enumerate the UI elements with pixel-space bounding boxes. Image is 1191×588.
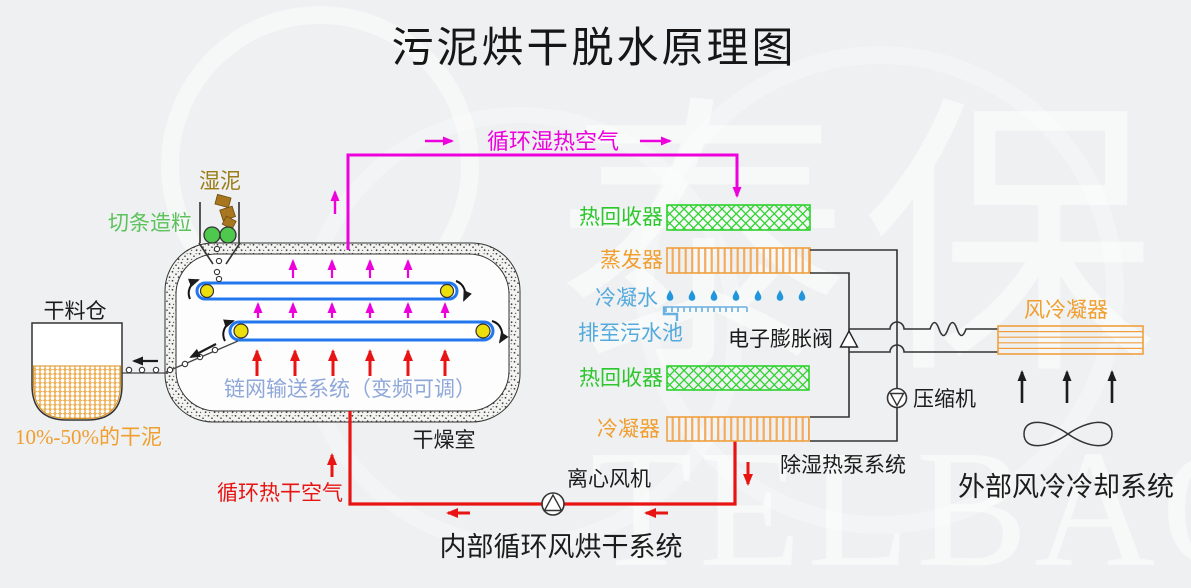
external-fan-icon [1023,421,1113,447]
label-heat-recovery-1: 热回收器 [579,205,663,229]
hot-air-arrows-bottom-row [252,349,450,376]
pipe-valve-to-condenser [810,347,850,418]
label-circulating-hot-dry-air: 循环热干空气 [217,481,343,505]
upper-belt-right-pulley [439,283,455,299]
watermark-cn: 泰保 [555,82,1169,409]
evaporator-coil [666,247,811,274]
pipe-compressor-to-condenser [810,407,898,442]
condensate-droplets [666,290,806,301]
label-condensate: 冷凝水 [595,286,658,310]
label-dry-mud-pct: 10%-50%的干泥 [15,425,162,449]
pipe-branch-top-with-capillary [849,321,998,337]
air-condenser-fins [998,331,1143,349]
page-title: 污泥烘干脱水原理图 [391,26,796,72]
label-heat-recovery-2: 热回收器 [579,366,663,390]
humid-air-circuit [330,136,742,250]
granulator-roller-left [203,226,221,244]
external-cooling [997,325,1144,447]
lower-belt-left-pulley [233,323,249,339]
dry-material-bin [31,322,123,421]
label-chain-conveyor: 链网输送系统（变频可调） [224,377,476,401]
bin-dry-mud-fill [33,365,121,419]
belt-rotation-arrows [187,278,509,344]
hopper-walls [199,202,240,243]
pipe-branch-bottom [849,344,998,353]
condensate-tray [663,306,748,312]
hot-air-circuit [327,411,753,518]
label-external-cooling-system: 外部风冷冷却系统 [958,472,1174,502]
humid-air-duct [346,153,742,250]
granulator-roller-right [219,226,237,244]
fan-triangle [543,493,563,512]
label-heat-pump-system: 除湿热泵系统 [780,453,906,477]
label-circulating-humid-air: 循环湿热空气 [487,129,619,154]
label-wet-mud: 湿泥 [199,169,241,193]
lower-belt-right-pulley [475,323,491,339]
humid-air-arrows-mid-row [253,302,450,318]
label-air-condenser: 风冷凝器 [1024,298,1108,322]
granules [125,346,219,374]
upper-belt-left-pulley [199,283,215,299]
chute-arrow-inner [189,343,217,358]
label-condenser: 冷凝器 [597,417,660,441]
label-centrifugal-fan: 离心风机 [567,467,651,491]
label-dry-bin: 干料仓 [44,299,107,323]
centrifugal-fan-icon [541,492,565,516]
hopper-funnel [198,242,241,265]
wet-mud-lumps [214,193,237,230]
label-drain-to-sewage: 排至污水池 [578,321,683,345]
upper-belt [195,281,459,301]
label-expansion-valve: 电子膨胀阀 [728,327,833,351]
falling-granules [213,245,223,283]
expansion-valve-icon [839,329,859,348]
lower-belt [228,320,495,342]
humid-air-arrows-top-row [288,259,413,278]
pipe-evaporator-to-compressor [810,249,898,389]
label-internal-circulation-system: 内部循环风烘干系统 [440,532,683,562]
cooling-air-arrows [1017,370,1117,403]
condenser-coil [666,416,810,442]
condensate-drain-pipe [662,307,679,321]
chain-conveyor-belts [187,278,509,344]
refrigerant-piping [810,249,998,442]
heat-recovery-1-coil [666,204,811,231]
feed-hopper [198,193,241,283]
heat-recovery-2-coil [666,365,810,391]
compressor-triangle [889,392,905,407]
discharge-chute [122,340,239,374]
label-evaporator: 蒸发器 [600,248,663,272]
heat-pump-stack [662,204,811,442]
pipe-evaporator-to-valve [810,272,850,332]
label-compressor: 压缩机 [913,387,976,411]
air-condenser-box [997,325,1144,355]
label-drying-room: 干燥室 [413,428,476,452]
label-strip-granulation: 切条造粒 [108,211,192,235]
